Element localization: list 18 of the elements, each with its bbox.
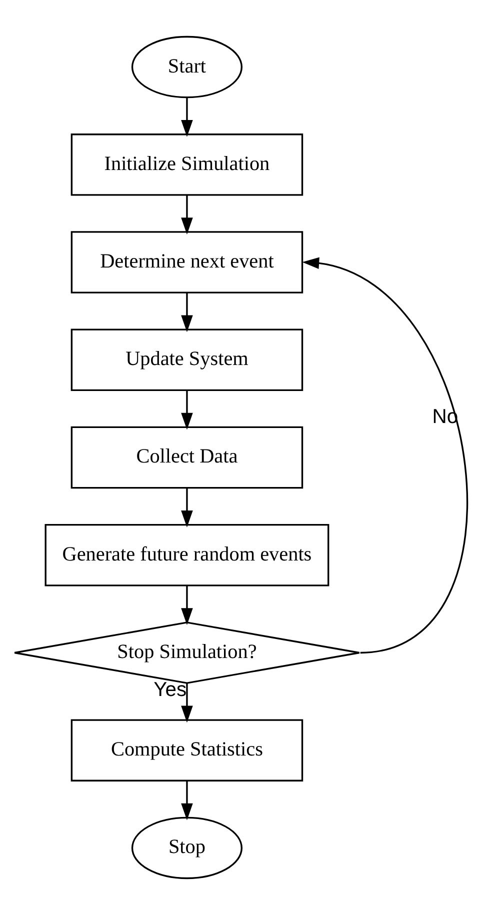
node-box: Update System: [70, 328, 304, 391]
arrow: [181, 487, 193, 527]
arrow: [302, 256, 468, 654]
arrow: [181, 194, 193, 234]
node-box: Compute Statistics: [70, 718, 304, 781]
arrow: [181, 292, 193, 332]
node-box: Generate future random events: [44, 523, 330, 586]
arrow: [181, 97, 193, 136]
node-ellipse: Stop: [131, 816, 243, 879]
node-diamond: Stop Simulation?: [14, 621, 360, 684]
arrow: [181, 390, 193, 430]
arrow: [181, 682, 193, 722]
arrow: [181, 585, 193, 624]
node-ellipse: Start: [131, 35, 243, 98]
arrow: [181, 780, 193, 820]
node-box: Initialize Simulation: [70, 133, 304, 196]
node-box: Determine next event: [70, 230, 304, 293]
node-box: Collect Data: [70, 426, 304, 488]
